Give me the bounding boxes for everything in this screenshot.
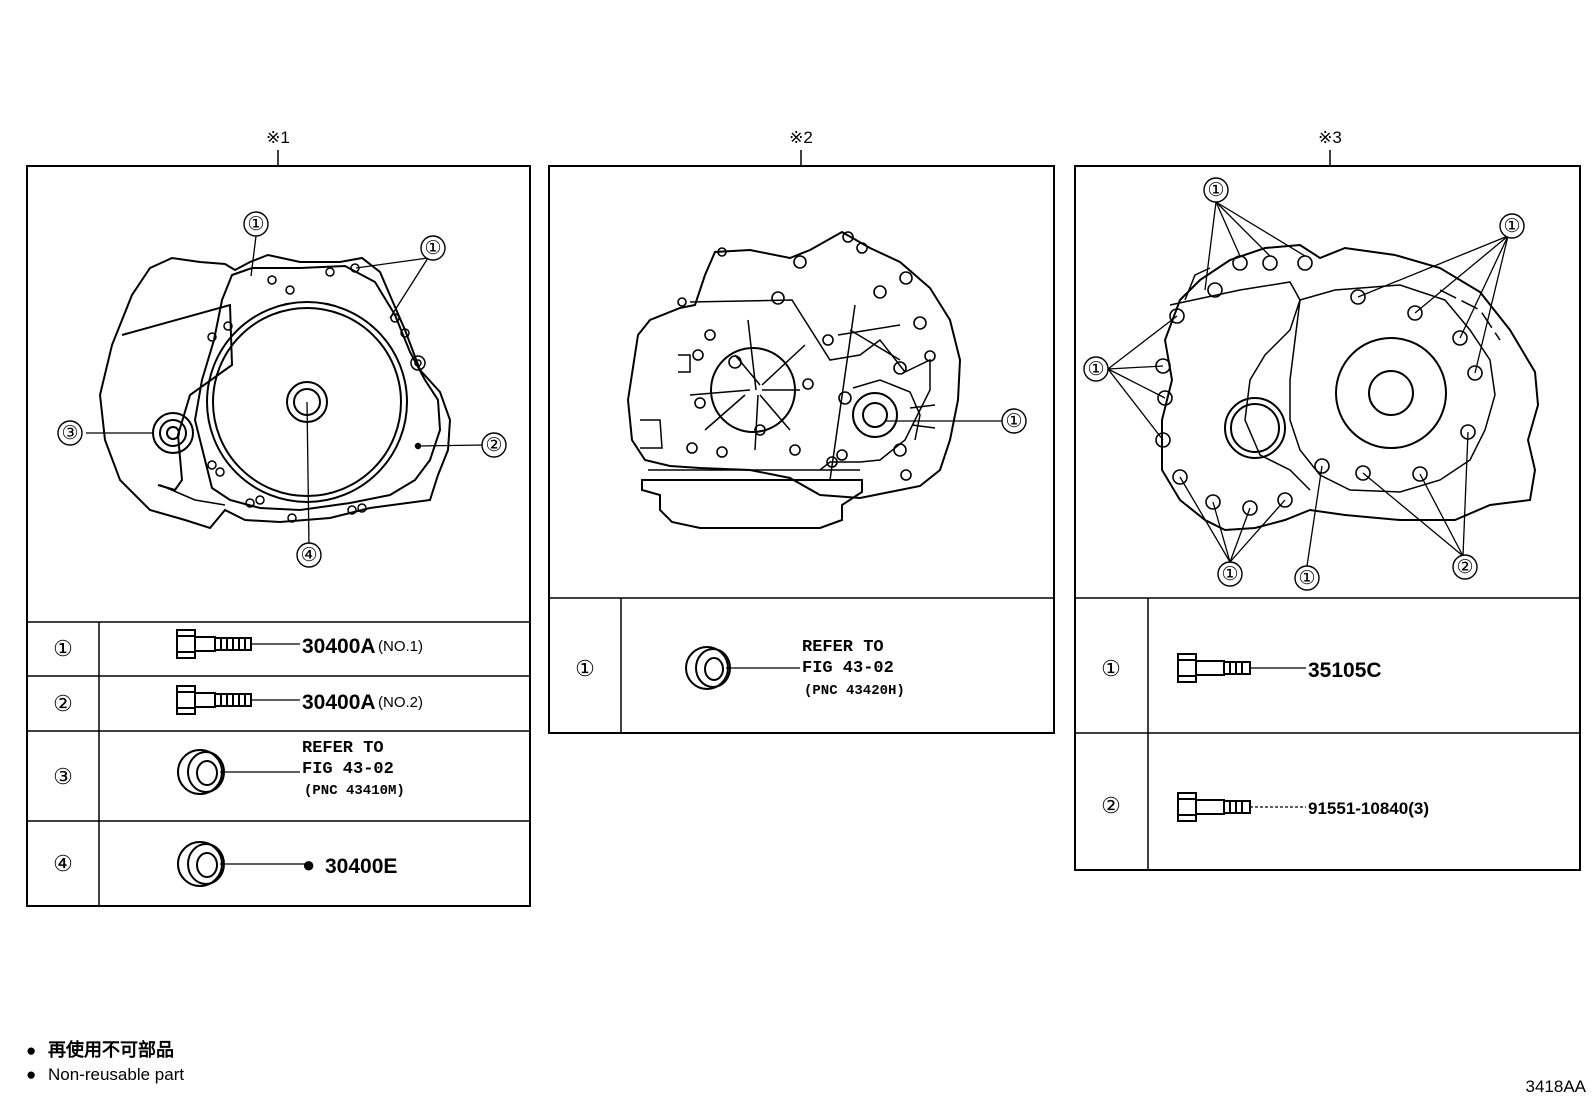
- legend-text-en: Non-reusable part: [48, 1065, 184, 1084]
- oil-seal-icon: [177, 841, 225, 887]
- refer-line-3: (PNC 43420H): [804, 683, 905, 699]
- callout-1-d: ①: [1221, 564, 1238, 585]
- panel-1-marker: ※1: [266, 128, 290, 147]
- part-number: 91551-10840(3): [1308, 799, 1429, 818]
- callout-1-e: ①: [1298, 568, 1315, 589]
- refer-line-1: REFER TO: [302, 739, 384, 758]
- part-note: (NO.2): [378, 694, 423, 711]
- part-number: 30400A: [302, 691, 376, 714]
- callout-1-b: ①: [424, 238, 441, 259]
- transmission-housing-illustration-3: [1155, 243, 1540, 532]
- refer-line-2: FIG 43-02: [802, 659, 894, 678]
- bolt-icon: [1177, 792, 1251, 822]
- panel-2: ※2: [548, 128, 1055, 734]
- part-note: (NO.1): [378, 638, 423, 655]
- callout-4: ④: [300, 545, 317, 566]
- non-reusable-bullet: ●: [302, 852, 315, 877]
- oil-seal-icon: [685, 646, 731, 690]
- figure-code: 3418AA: [1526, 1077, 1587, 1096]
- callout-1-a: ①: [247, 214, 264, 235]
- callout-1-b: ①: [1503, 216, 1520, 237]
- transmission-housing-illustration-2: [626, 230, 962, 529]
- row-number: ③: [53, 764, 73, 789]
- panel-1-frame: [26, 165, 531, 907]
- refer-line-3: (PNC 43410M): [304, 783, 405, 799]
- bolt-icon: [1177, 653, 1251, 683]
- callout-1: ①: [1005, 411, 1022, 432]
- panel-3: ※3: [1074, 128, 1581, 871]
- row-number: ②: [1101, 793, 1121, 818]
- transmission-housing-illustration-1: [98, 253, 452, 530]
- row-number: ①: [575, 656, 595, 681]
- callout-3: ③: [61, 423, 78, 444]
- panel-3-marker: ※3: [1318, 128, 1342, 147]
- panel-3-frame: [1074, 165, 1581, 871]
- panel-2-marker: ※2: [789, 128, 813, 147]
- row-number: ④: [53, 851, 73, 876]
- bolt-icon: [176, 629, 252, 659]
- legend-bullet: ●: [26, 1041, 36, 1060]
- refer-line-1: REFER TO: [802, 638, 884, 657]
- row-number: ②: [53, 691, 73, 716]
- legend: ● 再使用不可部品 ● Non-reusable part: [26, 1039, 184, 1084]
- callout-2: ②: [485, 435, 502, 456]
- legend-bullet: ●: [26, 1065, 36, 1084]
- bolt-icon: [176, 685, 252, 715]
- legend-text-jp: 再使用不可部品: [48, 1039, 174, 1060]
- oil-seal-icon: [177, 749, 225, 795]
- row-number: ①: [53, 636, 73, 661]
- part-number: 30400A: [302, 635, 376, 658]
- callout-1-a: ①: [1207, 180, 1224, 201]
- panel-2-frame: [548, 165, 1055, 734]
- refer-line-2: FIG 43-02: [302, 760, 394, 779]
- callout-2: ②: [1456, 557, 1473, 578]
- part-number: 30400E: [325, 855, 397, 878]
- row-number: ①: [1101, 656, 1121, 681]
- panel-1: ※1: [26, 128, 531, 907]
- part-number: 35105C: [1308, 659, 1382, 682]
- callout-1-c: ①: [1087, 359, 1104, 380]
